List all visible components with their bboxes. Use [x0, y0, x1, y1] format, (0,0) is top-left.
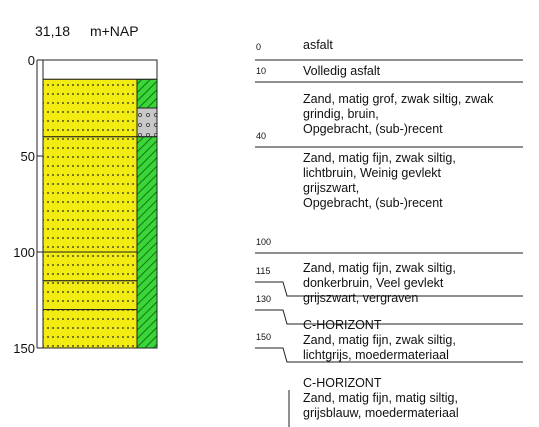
layer-description-line: Zand, matig grof, zwak siltig, zwak — [303, 92, 494, 106]
axis-tick-label: 0 — [28, 53, 35, 68]
layer-description-line: asfalt — [303, 38, 333, 52]
layer-description-line: grijsblauw, moedermateriaal — [303, 406, 459, 420]
axis-tick-label: 150 — [13, 341, 35, 356]
layer-boundary-line — [255, 310, 523, 324]
boundary-depth-label: 0 — [256, 42, 261, 52]
boundary-depth-label: 40 — [256, 131, 266, 141]
column-layer-sand — [43, 79, 137, 137]
boundary-depth-label: 100 — [256, 237, 271, 247]
layer-description-line: Zand, matig fijn, zwak siltig, — [303, 261, 456, 275]
depth-axis: 0 50 100 150 — [13, 53, 43, 356]
layer-description-line: grijszwart, — [303, 181, 359, 195]
axis-tick-label: 50 — [21, 149, 35, 164]
layer-description-line: Zand, matig fijn, zwak siltig, — [303, 333, 456, 347]
layer-description-line: Opgebracht, (sub-)recent — [303, 122, 443, 136]
soil-column — [43, 60, 157, 348]
boundary-depth-label: 115 — [256, 266, 270, 276]
layer-description-line: Zand, matig fijn, zwak siltig, — [303, 151, 456, 165]
strip-segment-hatch — [137, 79, 157, 108]
boundary-depth-label: 150 — [256, 332, 271, 342]
column-layer-sand — [43, 310, 137, 348]
column-layer-sand — [43, 137, 137, 252]
layer-description-line: lichtgrijs, moedermateriaal — [303, 348, 449, 362]
boundary-depth-label: 130 — [256, 294, 271, 304]
layer-description-line: grindig, bruin, — [303, 107, 379, 121]
layer-description-line: Opgebracht, (sub-)recent — [303, 196, 443, 210]
column-layer-sand — [43, 252, 137, 281]
strip-segment-gray — [137, 108, 157, 137]
asphalt-layer — [43, 60, 157, 79]
layer-description-line: lichtbruin, Weinig gevlekt — [303, 166, 442, 180]
layer-description-line: C-HORIZONT — [303, 318, 382, 332]
boundary-depth-label: 10 — [256, 66, 266, 76]
axis-tick-label: 100 — [13, 245, 35, 260]
column-layer-sand — [43, 281, 137, 310]
layer-description-line: grijszwart, vergraven — [303, 291, 418, 305]
layer-description-line: C-HORIZONT — [303, 376, 382, 390]
layer-description-line: donkerbruin, Veel gevlekt — [303, 276, 444, 290]
layer-description-line: Volledig asfalt — [303, 64, 381, 78]
layer-description-line: Zand, matig fijn, matig siltig, — [303, 391, 458, 405]
strip-segment-hatch — [137, 137, 157, 348]
